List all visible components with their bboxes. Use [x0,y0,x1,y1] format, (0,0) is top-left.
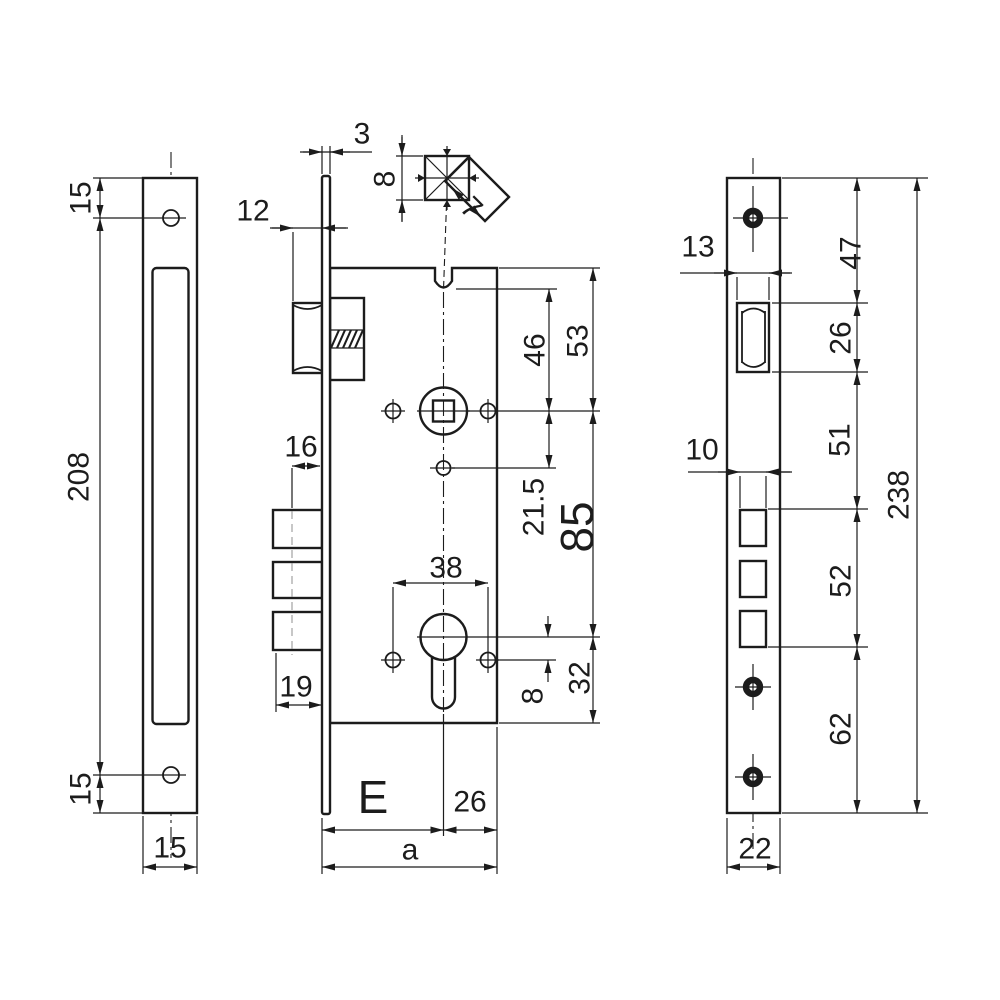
screw-hole-top [733,186,788,252]
deadbolt-3 [271,610,324,652]
screw-hole-middle [735,664,771,710]
dim-label-bottom-offset: 15 [65,772,98,805]
latch-opening [735,301,771,374]
dim-label-screw-spacing: 38 [429,552,462,585]
dim-label-plate-length: 238 [883,470,916,520]
dim-label-notch-to-spindle: 46 [519,333,552,366]
dim-label-bolt-group: 52 [825,564,858,597]
spindle-square-symbol [415,146,511,223]
dim-label-top-to-latch: 47 [835,236,868,269]
dim-label-latch-to-bolts: 51 [824,423,857,456]
euro-cylinder-hole [417,612,468,710]
bolt-opening-2 [738,559,768,599]
dim-label-spindle-to-pin: 21.5 [518,478,551,536]
plate-slot [151,266,190,726]
dim-label-axis-to-back: 26 [453,786,486,819]
strike-plate-profile-view: 15 208 15 15 [63,152,199,874]
handle-follower-hub [417,386,470,436]
dim-label-latch-protrusion: 12 [236,195,269,228]
dim-label-bolt-throw: 16 [284,431,317,464]
dim-label-top-to-spindle: 53 [562,324,595,357]
dim-label-latch-opening: 26 [825,321,858,354]
bolt-opening-3 [738,609,768,649]
dim-label-bolts-to-bottom: 62 [825,712,858,745]
dim-label-bolt-hole-width: 10 [685,434,718,467]
deadbolt-1 [271,508,324,550]
dim-label-spindle-square: 8 [369,171,402,188]
dim-label-plate-width: 15 [153,832,186,865]
dim-label-plate-width: 22 [738,833,771,866]
screw-hole-bottom [735,754,771,800]
spindle-axis-dashed [442,203,448,291]
dim-label-cylinder-to-screw: 8 [517,688,550,705]
dim-label-total-depth: a [402,834,419,867]
dim-label-bolt-length: 19 [279,671,312,704]
cylinder-screw-holes [381,587,499,673]
faceplate-front-view: 13 10 47 26 51 52 62 238 22 [680,158,928,874]
bolt-opening-1 [738,508,768,548]
faceplate-edge [320,174,332,816]
deadbolt-2 [271,560,324,600]
lock-case-outline [328,266,499,725]
dim-label-spindle-to-cylinder: 85 [551,501,603,552]
case-screw-holes [381,399,497,476]
dim-label-faceplate-thickness: 3 [354,118,371,151]
lock-case-side-view: 3 8 7 12 16 19 [236,118,603,874]
spindle-rotated-square [443,155,511,223]
dim-label-cylinder-to-bottom: 32 [564,661,597,694]
dim-label-backset: E [358,771,389,823]
latch-spring-hatch [330,329,364,349]
latch-bolt-outer [291,301,324,375]
dim-label-hole-spacing: 208 [63,452,96,502]
dim-label-top-offset: 15 [65,181,98,214]
dim-label-latch-width: 13 [681,231,714,264]
